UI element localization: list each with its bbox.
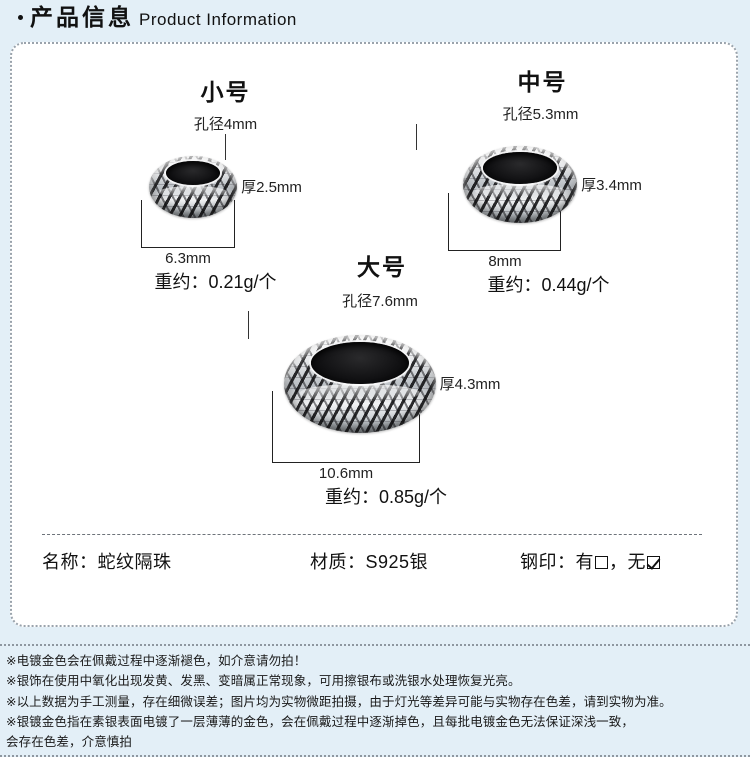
stamp-no-checkbox[interactable] (647, 556, 660, 569)
hole-diameter-label-large: 孔径7.6mm (342, 293, 418, 311)
size-title-medium: 中号 (517, 69, 568, 95)
width-label-large: 10.6mm (318, 464, 374, 482)
width-bracket-medium (448, 192, 561, 251)
leader-line-medium (416, 123, 417, 150)
bead-hole-large (310, 341, 409, 384)
thickness-label-small: 厚2.5mm (241, 179, 302, 197)
spec-row: 名称：蛇纹隔珠 材质：S925银 钢印：有 ，无 (42, 548, 714, 574)
size-block-medium: 中号 孔径5.3mm 厚3.4mm 8mm 重约：0.44g/个 (416, 69, 665, 296)
notice-line: 会存在色差，介意慎拍 (6, 735, 133, 749)
spec-stamp: 钢印：有 ，无 (520, 548, 661, 574)
width-label-medium: 8mm (488, 252, 522, 270)
notice-box: ※电镀金色会在佩戴过程中逐渐褪色，如介意请勿拍！ ※银饰在使用中氧化出现发黄、发… (0, 644, 750, 757)
bead-image-large (283, 334, 436, 433)
bead-hole-medium (483, 151, 558, 184)
page-title-en: Product Information (139, 10, 297, 29)
spec-stamp-middle: ，无 (609, 552, 646, 572)
leader-line-large (248, 310, 249, 339)
spec-material: 材质：S925银 (310, 552, 429, 572)
thickness-label-medium: 厚3.4mm (581, 176, 642, 194)
width-label-small: 6.3mm (165, 249, 211, 267)
hole-diameter-label-medium: 孔径5.3mm (502, 106, 579, 124)
product-info-panel (10, 42, 738, 627)
page-header: 产品信息 Product Information (18, 6, 297, 29)
hole-diameter-label-small: 孔径4mm (193, 116, 258, 134)
bead-row-large: 厚4.3mm (272, 334, 512, 433)
bead-hole-small (166, 160, 221, 185)
width-bracket-large (272, 390, 420, 463)
thickness-label-large: 厚4.3mm (439, 376, 501, 394)
size-block-large: 大号 孔径7.6mm 厚4.3mm 10.6mm 重约：0.85g/个 (248, 254, 512, 508)
notice-line: ※银饰在使用中氧化出现发黄、发黑、变暗属正常现象，可用擦银布或洗银水处理恢复光亮… (6, 674, 521, 689)
bead-image-small (149, 155, 238, 218)
weight-label-medium: 重约：0.44g/个 (487, 274, 610, 295)
size-block-small: 小号 孔径4mm 厚2.5mm 6.3mm 重约：0.21g/个 (118, 79, 333, 293)
size-title-large: 大号 (357, 254, 407, 280)
weight-label-large: 重约：0.85g/个 (324, 486, 448, 507)
weight-label-small: 重约：0.21g/个 (154, 271, 277, 292)
width-bracket-small (141, 199, 235, 248)
spec-stamp-prefix: 钢印：有 (520, 552, 594, 572)
leader-line-small (225, 133, 226, 160)
stamp-yes-checkbox[interactable] (595, 556, 608, 569)
bead-image-medium (463, 145, 578, 223)
bead-row-small: 厚2.5mm (118, 155, 333, 218)
bead-row-medium: 厚3.4mm (440, 145, 665, 223)
bullet-dot-icon (18, 15, 23, 20)
size-title-small: 小号 (200, 79, 251, 105)
page-title-cn: 产品信息 (30, 4, 134, 30)
spec-name: 名称：蛇纹隔珠 (42, 552, 172, 572)
notice-line: ※以上数据为手工测量，存在细微误差；图片均为实物微距拍摄，由于灯光等差异可能与实… (6, 694, 672, 709)
spec-divider (42, 534, 702, 535)
notice-line: ※银镀金色指在素银表面电镀了一层薄薄的金色，会在佩戴过程中逐渐掉色，且每批电镀金… (6, 714, 634, 729)
notice-line: ※电镀金色会在佩戴过程中逐渐褪色，如介意请勿拍！ (6, 654, 307, 668)
